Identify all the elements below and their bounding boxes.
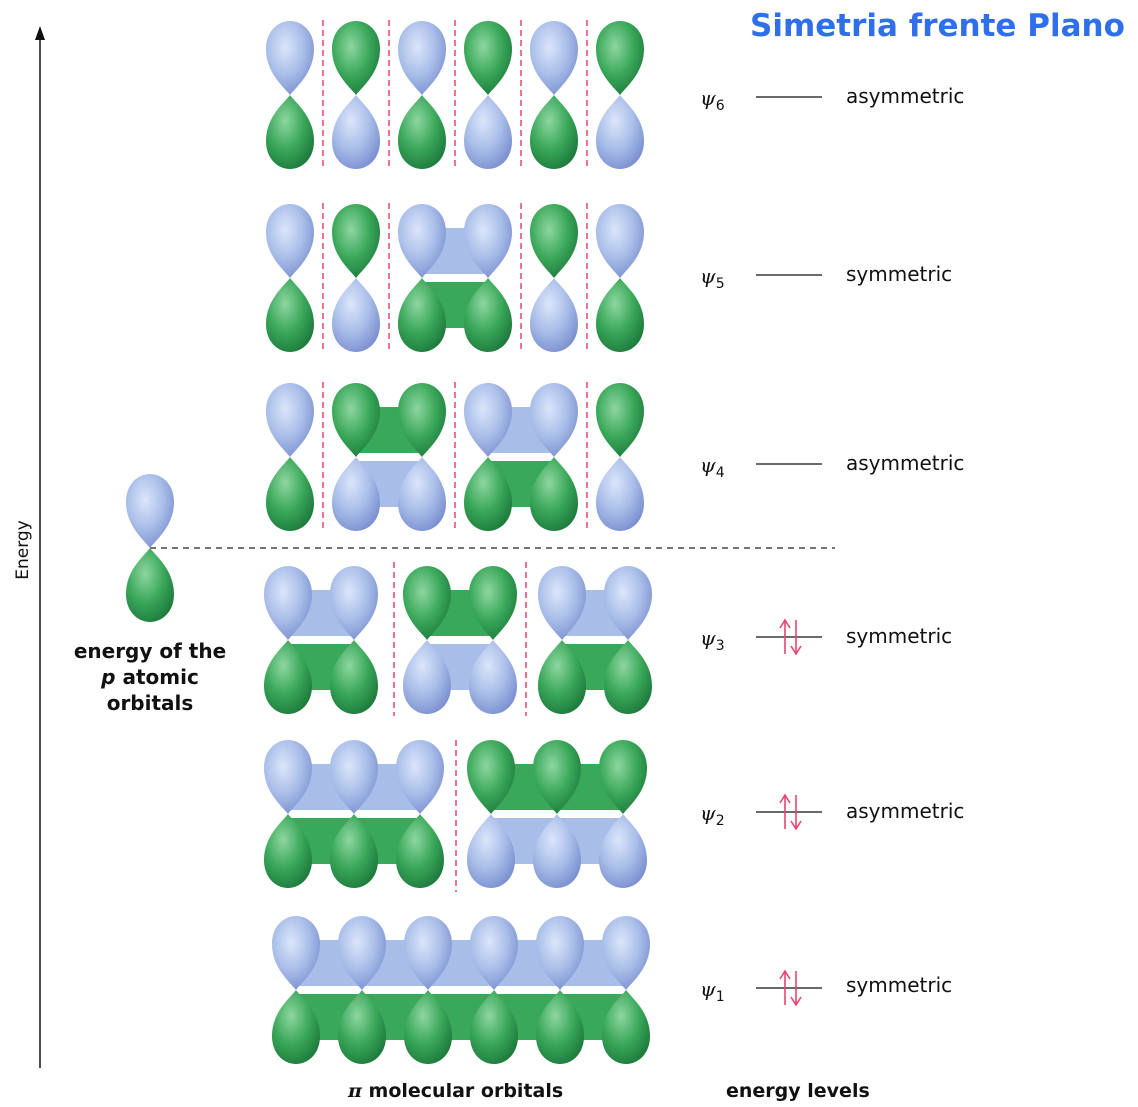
psi2-symmetry: asymmetric: [846, 799, 965, 823]
energy-axis: [35, 26, 45, 1068]
electron-pair-psi3: [779, 618, 802, 656]
psi5-symmetry: symmetric: [846, 262, 953, 286]
p-caption-line1: energy of the: [73, 639, 227, 663]
energy-levels-label: energy levels: [726, 1080, 870, 1102]
electron-pair-psi2: [779, 793, 802, 831]
psi5-orbital: [266, 203, 644, 353]
psi2-label: ψ2: [700, 801, 725, 829]
psi4-label: ψ4: [700, 453, 725, 481]
psi1-orbital: [272, 916, 650, 1064]
psi3-symmetry: symmetric: [846, 624, 953, 648]
mo-axis-label: π molecular orbitals: [348, 1080, 563, 1102]
psi3-label: ψ3: [700, 626, 725, 654]
psi3-orbital: [264, 562, 652, 716]
psi2-orbital: [264, 740, 647, 892]
energy-axis-label: Energy: [13, 520, 33, 580]
psi5-label: ψ5: [700, 264, 725, 292]
energy-level-lines: [756, 96, 822, 989]
electron-pairs: [779, 618, 802, 1007]
pi-symbol: π: [348, 1080, 362, 1102]
psi4-symmetry: asymmetric: [846, 451, 965, 475]
diagram-title: Simetria frente Plano: [750, 8, 1125, 44]
p-caption-line2: atomic orbitals: [106, 665, 199, 715]
mo-label-text: molecular orbitals: [368, 1080, 564, 1102]
p-caption-italic-p: p: [101, 665, 116, 689]
psi4-orbital: [266, 382, 644, 532]
psi6-label: ψ6: [700, 86, 725, 114]
psi1-label: ψ1: [700, 977, 725, 1005]
psi6-symmetry: asymmetric: [846, 84, 965, 108]
electron-pair-psi1: [779, 969, 802, 1007]
psi1-symmetry: symmetric: [846, 973, 953, 997]
psi6-orbital: [266, 20, 644, 170]
p-orbital-caption: energy of the p atomic orbitals: [60, 638, 240, 716]
